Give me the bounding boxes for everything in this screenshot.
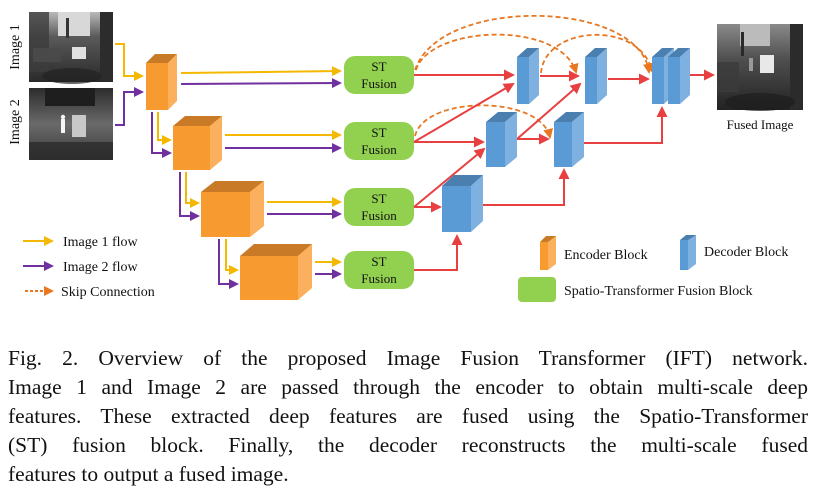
decoder-block-4 <box>554 112 584 167</box>
decoder-flow-f4-d3 <box>414 234 463 271</box>
encoder-block-3 <box>201 181 264 237</box>
legend-image2-flow-label: Image 2 flow <box>63 260 139 275</box>
decoder-flow-d5-out <box>581 106 668 144</box>
image1-flow-down-2 <box>185 172 200 208</box>
fused-image <box>717 24 803 111</box>
st-fusion-3-line1: ST <box>371 191 386 206</box>
image2-flow-down-1 <box>151 112 172 158</box>
caption-line-5: features to output a fused image. <box>8 462 289 486</box>
caption-line-2: Image 1 and Image 2 are passed through t… <box>8 375 808 399</box>
encoder-block-4 <box>240 244 312 300</box>
legend-encoder-label: Encoder Block <box>564 248 648 263</box>
image2-flow-down-2 <box>179 172 200 221</box>
st-fusion-1-line1: ST <box>371 59 386 74</box>
decoder-block-2 <box>585 48 607 104</box>
st-fusion-4-line1: ST <box>371 254 386 269</box>
st-fusion-1-line2: Fusion <box>361 76 397 91</box>
image1-flow-to-fusion-1 <box>180 66 342 77</box>
decoder-block-3 <box>486 112 517 167</box>
image2-flow-arrow-input <box>115 87 144 126</box>
st-fusion-4-line2: Fusion <box>361 271 397 286</box>
st-fusion-block-4: ST Fusion <box>344 251 414 289</box>
st-fusion-2-line2: Fusion <box>361 142 397 157</box>
figure-caption: Fig. 2. Overview of the proposed Image F… <box>8 344 808 489</box>
decoder-flow-d3-d5 <box>483 168 570 206</box>
image2-flow-down-3 <box>218 239 239 289</box>
image-2-label: Image 2 <box>8 99 23 144</box>
image-1-label: Image 1 <box>8 24 23 69</box>
decoder-block-output <box>652 48 690 104</box>
ift-architecture-diagram: Image 1 Image 2 <box>8 12 803 302</box>
image1-flow-arrow-input <box>115 43 144 81</box>
image2-flow-to-fusion-1 <box>180 78 342 89</box>
encoder-block-1 <box>146 54 177 110</box>
skip-connection-2a <box>414 104 553 139</box>
decoder-flow-d2-d4 <box>516 82 582 140</box>
caption-line-4: (ST) fusion block. Finally, the decoder … <box>8 433 808 457</box>
decoder-block-1 <box>517 48 539 104</box>
input-image-1 <box>29 12 113 84</box>
legend-decoder-label: Decoder Block <box>704 245 788 260</box>
legend-image1-flow-label: Image 1 flow <box>63 235 139 250</box>
decoder-flow-f3-d2 <box>413 147 486 208</box>
caption-line-3: features. These extracted deep features … <box>8 404 808 428</box>
st-fusion-2-line1: ST <box>371 125 386 140</box>
st-fusion-block-3: ST Fusion <box>344 188 414 226</box>
encoder-block-2 <box>173 116 222 170</box>
legend-fusion-swatch <box>518 277 556 302</box>
legend-encoder-swatch <box>540 236 556 270</box>
legend-decoder-swatch <box>680 235 696 270</box>
st-fusion-3-line2: Fusion <box>361 208 397 223</box>
fused-image-label: Fused Image <box>727 117 794 132</box>
decoder-flow-f2-d1 <box>413 82 515 143</box>
input-image-2 <box>29 88 113 160</box>
st-fusion-block-2: ST Fusion <box>344 122 414 160</box>
skip-connection-dec <box>540 33 656 74</box>
legend-blocks: Encoder Block Decoder Block Spatio-Trans… <box>518 235 788 302</box>
legend-fusion-label: Spatio-Transformer Fusion Block <box>564 284 752 299</box>
image1-flow-down-3 <box>225 239 239 275</box>
skip-connection-1b <box>415 33 579 74</box>
legend-skip-connection-label: Skip Connection <box>61 285 155 300</box>
st-fusion-block-1: ST Fusion <box>344 56 414 94</box>
decoder-block-5 <box>442 175 483 232</box>
image1-flow-down-1 <box>157 112 172 145</box>
legend-flows: Image 1 flow Image 2 flow Skip Connectio… <box>23 235 155 300</box>
caption-line-1: Fig. 2. Overview of the proposed Image F… <box>8 346 808 370</box>
